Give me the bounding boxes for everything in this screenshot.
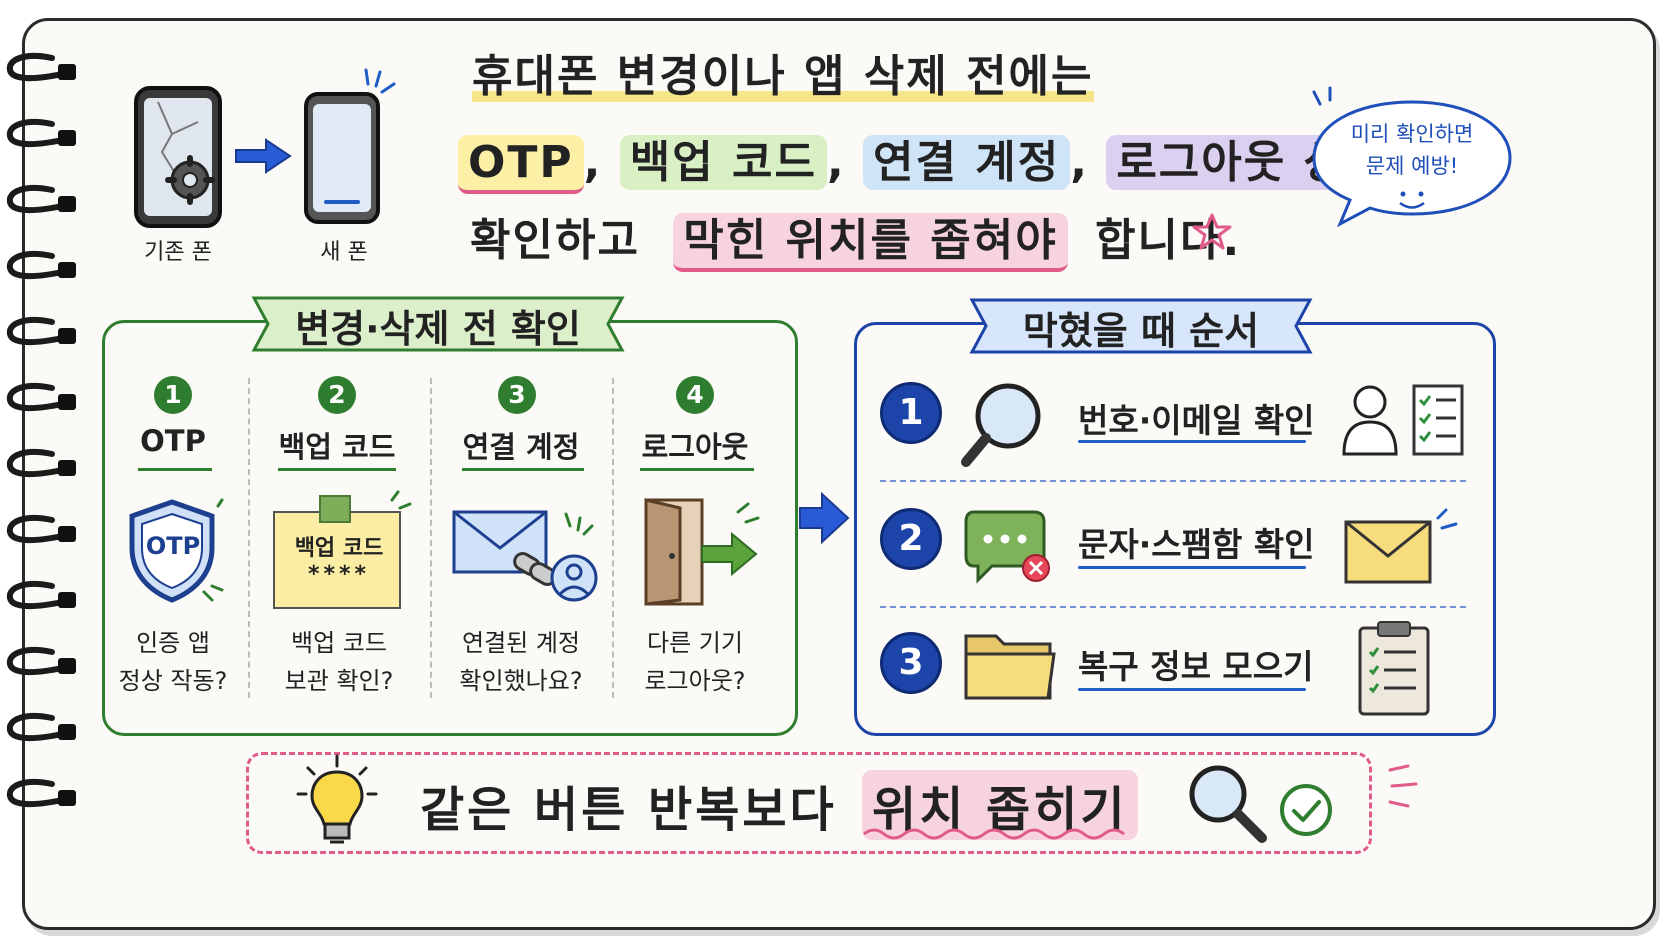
backup-highlight: 백업 코드 — [619, 135, 827, 190]
old-phone-label: 기존 폰 — [144, 240, 212, 265]
shield-icon — [129, 498, 224, 603]
headline-line-3: 확인하고 막힌 위치를 좁혀야 합니다. — [470, 204, 1241, 272]
old-phone-icon — [134, 86, 222, 228]
envelope-icon — [1344, 508, 1458, 584]
person-checklist-icon — [1342, 384, 1464, 456]
spiral-binding — [6, 52, 76, 808]
clipboard-icon — [1358, 621, 1430, 716]
step-label-1: 번호·이메일 확인 — [1078, 401, 1315, 440]
chat-bubble-icon — [964, 510, 1050, 584]
door-exit-icon — [644, 498, 760, 606]
footer-tip-box — [246, 752, 1372, 854]
row-divider — [880, 606, 1466, 608]
label-underline — [1078, 440, 1306, 443]
step-number-3: 3 — [498, 376, 536, 414]
star-icon — [1192, 213, 1232, 250]
new-phone-label: 새 폰 — [320, 240, 368, 265]
speech-bubble — [1312, 86, 1512, 228]
step-number-2: 2 — [880, 508, 942, 570]
footer-tip-text: 같은 버튼 반복보다 — [420, 782, 837, 838]
column-divider — [612, 378, 614, 698]
step-number-4: 4 — [676, 376, 714, 414]
otp-label: OTP — [140, 424, 206, 458]
column-divider — [430, 378, 432, 698]
speech-bubble-text: 미리 확인하면 문제 예방! — [1350, 122, 1474, 178]
envelope-link-icon — [452, 510, 598, 602]
shield-otp-text: OTP — [145, 532, 201, 560]
row-divider — [880, 480, 1466, 482]
headline-line-2: OTP, 백업 코드, 연결 계정, 로그아웃 상태를 — [458, 126, 1441, 194]
linked-account-label: 연결 계정 — [462, 430, 580, 464]
step-number-1: 1 — [154, 376, 192, 414]
backup-code-label: 백업 코드 — [278, 430, 396, 464]
sticky-note-text: 백업 코드 **** — [294, 536, 384, 587]
narrow-location-highlight: 막힌 위치를 좁혀야 — [673, 213, 1068, 272]
step-label-2: 문자·스팸함 확인 — [1078, 525, 1315, 564]
logout-label: 로그아웃 — [641, 430, 749, 464]
folder-icon — [964, 634, 1056, 700]
sparkle-lines — [1388, 764, 1418, 808]
otp-highlight: OTP — [458, 135, 584, 194]
check-circle-icon — [1280, 784, 1332, 836]
blue-ribbon-banner — [969, 298, 1313, 354]
pre-change-checklist-title: 변경·삭제 전 확인 — [295, 307, 581, 351]
new-phone-icon — [304, 68, 396, 224]
step-label-3: 복구 정보 모으기 — [1078, 647, 1314, 686]
label-underline — [278, 468, 396, 471]
arrow-right-icon — [235, 138, 292, 174]
column-divider — [248, 378, 250, 698]
step-number-1: 1 — [880, 382, 942, 444]
headline-line-1: 휴대폰 변경이나 앱 삭제 전에는 — [472, 51, 1094, 102]
wavy-underline — [863, 828, 1125, 840]
sticky-note-icon — [273, 490, 412, 609]
linked-highlight: 연결 계정 — [863, 135, 1071, 190]
arrow-right-icon — [799, 491, 850, 545]
label-underline — [462, 468, 584, 471]
step-number-3: 3 — [880, 632, 942, 694]
step-number-2: 2 — [318, 376, 356, 414]
label-underline — [1078, 688, 1306, 691]
label-underline — [1078, 566, 1306, 569]
magnifier-icon — [961, 383, 1041, 467]
label-underline — [640, 468, 754, 471]
magnifier-icon — [1189, 765, 1267, 843]
green-ribbon-banner — [251, 296, 625, 352]
troubleshoot-steps-title: 막혔을 때 순서 — [1022, 309, 1260, 353]
label-underline — [138, 468, 212, 471]
lightbulb-icon — [296, 754, 378, 844]
